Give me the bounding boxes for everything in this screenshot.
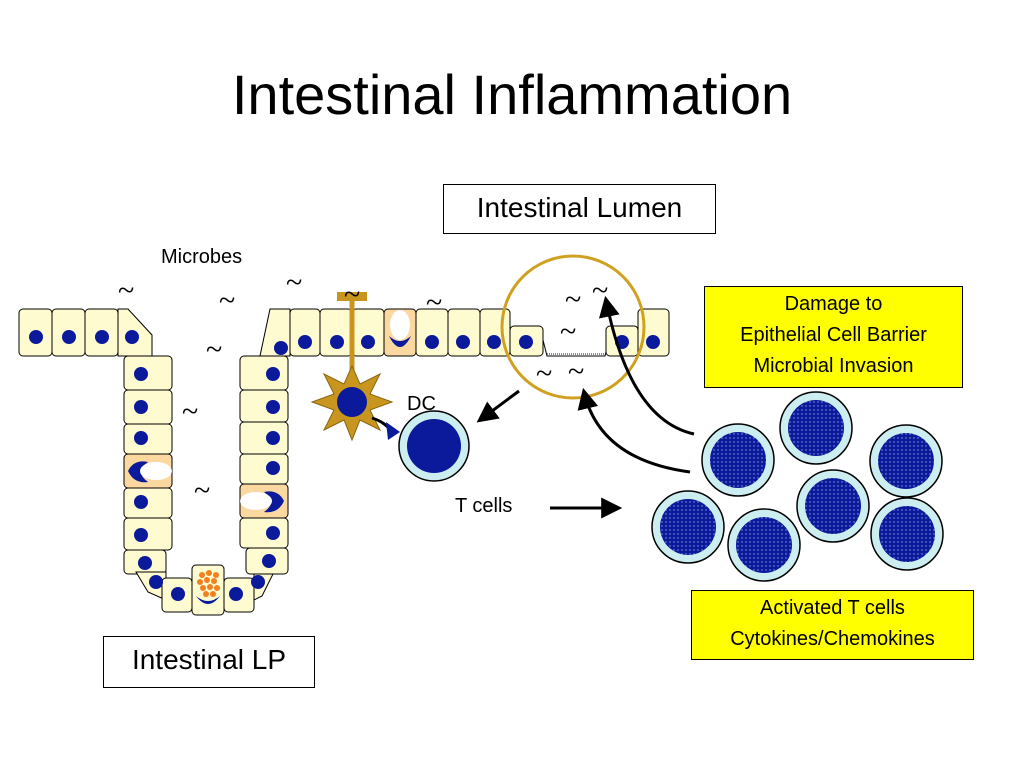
activated-line-1: Activated T cells	[760, 597, 905, 619]
intestinal-lp-label: Intestinal LP	[103, 636, 315, 688]
arrows	[476, 295, 695, 519]
crypt-base	[135, 564, 275, 616]
paneth-granules	[197, 570, 220, 597]
svg-text:~: ~	[426, 286, 442, 319]
t-cells-label: T cells	[455, 495, 513, 517]
epithelium-right-row	[259, 308, 670, 357]
activated-t-cells	[651, 391, 944, 582]
svg-text:~: ~	[194, 474, 210, 507]
dendritic-cell	[310, 292, 400, 442]
svg-text:~: ~	[344, 278, 360, 311]
damage-line-3: Microbial Invasion	[753, 355, 914, 377]
damage-line-1: Damage to	[784, 293, 883, 315]
crypt-right-wall	[239, 355, 289, 575]
activated-line-2: Cytokines/Chemokines	[730, 628, 935, 650]
intestinal-lumen-label: Intestinal Lumen	[443, 184, 716, 234]
damage-highlight-circle	[500, 254, 646, 400]
activated-box: Activated T cells Cytokines/Chemokines	[691, 590, 974, 660]
damage-box: Damage to Epithelial Cell Barrier Microb…	[704, 286, 963, 388]
svg-text:~: ~	[565, 283, 581, 316]
svg-text:~: ~	[536, 357, 552, 390]
crypt-left-wall	[123, 355, 173, 575]
svg-text:~: ~	[206, 333, 222, 366]
dc-label: DC	[407, 393, 436, 415]
microbes-label: Microbes	[161, 246, 243, 268]
damage-line-2: Epithelial Cell Barrier	[740, 324, 927, 346]
svg-text:~: ~	[182, 395, 198, 428]
svg-text:~: ~	[560, 315, 576, 348]
naive-t-cell	[398, 410, 470, 482]
svg-text:~: ~	[568, 355, 584, 388]
svg-text:~: ~	[118, 274, 134, 307]
slide-title: Intestinal Inflammation	[231, 63, 793, 126]
microbes: ~ ~ ~ ~ ~ ~ ~ ~ ~ ~ ~ ~ ~	[118, 266, 608, 507]
epithelium-left-row	[18, 308, 153, 357]
svg-text:~: ~	[219, 284, 235, 317]
svg-text:~: ~	[286, 266, 302, 299]
